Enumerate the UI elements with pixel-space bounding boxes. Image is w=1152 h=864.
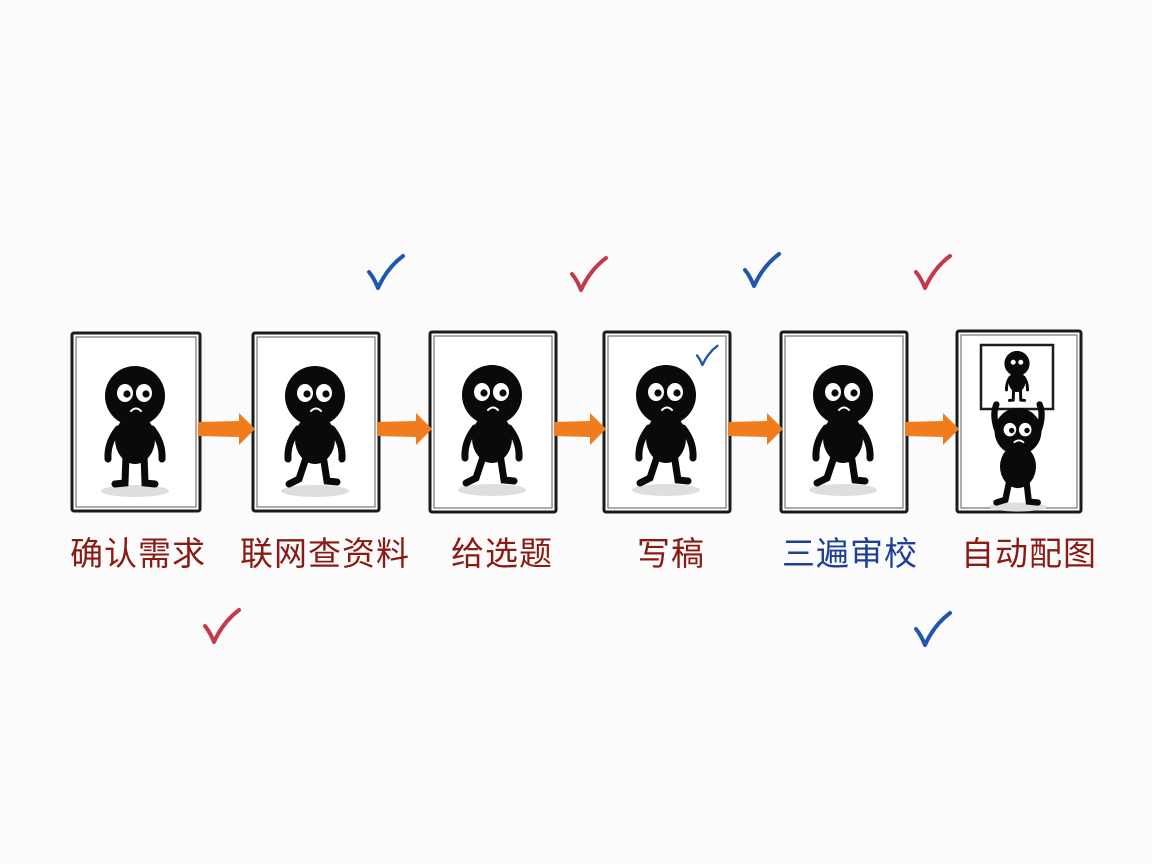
step-figure-5 [809, 365, 877, 496]
step-card-5 [779, 330, 909, 514]
step-figure-2 [281, 366, 349, 497]
step-label-4: 写稿 [637, 534, 705, 573]
check-mark-icon-3 [743, 252, 781, 288]
step-figure-3 [458, 365, 526, 496]
step-card-2 [251, 331, 381, 513]
step-figure-6 [979, 343, 1055, 512]
step-card-1 [70, 331, 202, 513]
check-mark-icon-5 [695, 344, 719, 367]
step-label-3: 给选题 [451, 534, 553, 573]
step-figure-4 [632, 365, 700, 496]
check-mark-icon-6 [203, 608, 241, 644]
step-label-2: 联网查资料 [240, 534, 410, 573]
check-mark-icon-1 [367, 254, 405, 290]
step-card-4 [602, 330, 732, 514]
flow-arrow-5 [905, 413, 959, 445]
step-card-6 [955, 329, 1083, 514]
step-label-6: 自动配图 [961, 534, 1097, 573]
step-label-1: 确认需求 [70, 534, 206, 573]
flow-arrow-3 [554, 413, 606, 445]
step-label-5: 三遍审校 [782, 534, 918, 573]
check-mark-icon-2 [570, 256, 608, 292]
flow-arrow-4 [728, 413, 783, 445]
step-card-3 [428, 330, 558, 514]
flow-arrow-1 [198, 413, 255, 445]
flow-arrow-2 [377, 413, 432, 445]
step-figure-1 [101, 366, 169, 497]
check-mark-icon-7 [914, 611, 952, 647]
check-mark-icon-4 [914, 254, 952, 290]
